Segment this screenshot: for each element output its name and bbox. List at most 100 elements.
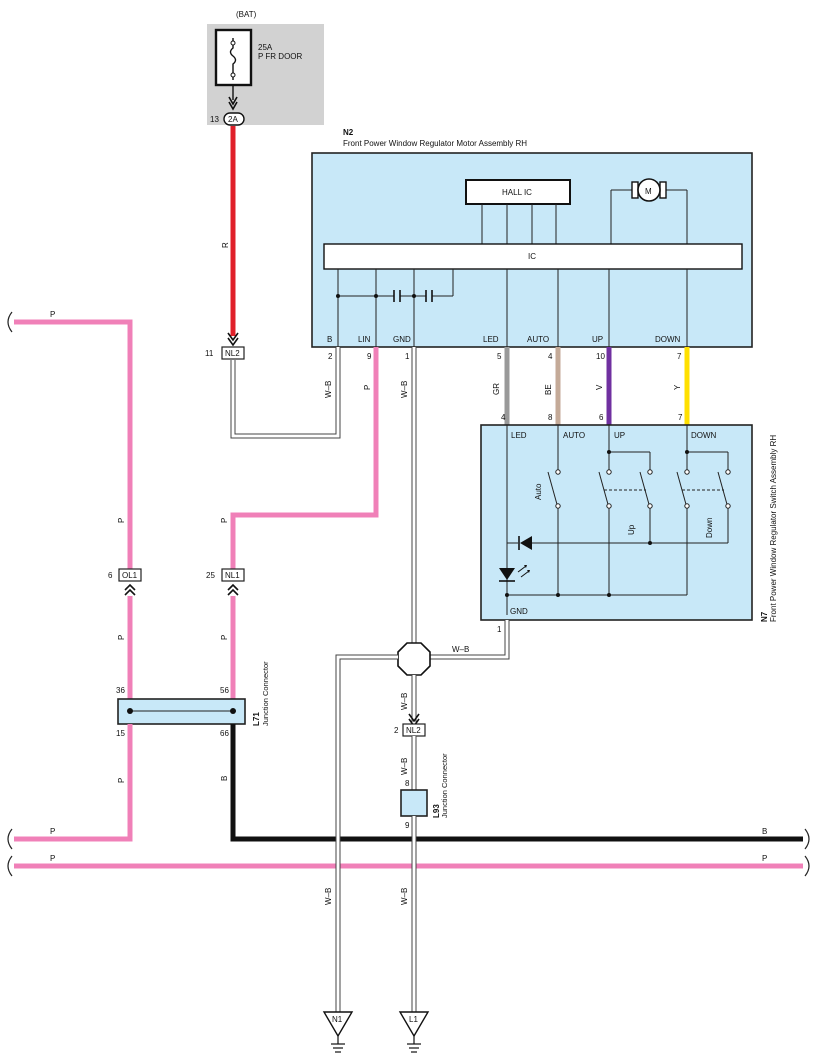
wire-label-v: V — [595, 384, 604, 390]
wire-label-p-3: P — [220, 635, 229, 640]
motor-terminal-lin: LIN — [358, 335, 371, 344]
fuse-name: P FR DOOR — [258, 52, 303, 61]
l93-code: L93 — [432, 804, 441, 818]
motor-pin-lin: 9 — [367, 352, 372, 361]
wire-p-lin — [230, 347, 379, 570]
wire-p-bottom-1 — [14, 724, 133, 842]
wire-label-p-top: P — [50, 310, 55, 319]
ol1-pin: 6 — [108, 571, 113, 580]
wire-p-ol1 — [14, 319, 133, 570]
motor-terminal-gnd: GND — [393, 335, 411, 344]
l71-code: L71 — [252, 712, 261, 726]
switch-label-down: Down — [705, 518, 714, 538]
wire-label-p-7: P — [762, 854, 767, 863]
wire-label-p-ol1: P — [117, 518, 126, 523]
motor-code: N2 — [343, 128, 354, 137]
switch-label-up: Up — [627, 524, 636, 535]
wire-wb-b — [230, 347, 341, 439]
capacitor-icon — [393, 290, 433, 302]
l71-pin-15: 15 — [116, 729, 125, 738]
switch-terminal-down: DOWN — [691, 431, 717, 440]
fuse-rating: 25A — [258, 43, 273, 52]
ol1-name: OL1 — [122, 571, 138, 580]
motor-pin-gnd: 1 — [405, 352, 410, 361]
nl2-bottom-name: NL2 — [406, 726, 421, 735]
hall-ic-label: HALL IC — [502, 188, 532, 197]
ic-box — [323, 243, 743, 270]
motor-terminal-led: LED — [483, 335, 499, 344]
ic-label: IC — [528, 252, 536, 261]
wire-label-b-1: B — [220, 776, 229, 781]
wire-wb-n1 — [335, 654, 398, 1012]
switch-gnd-label: GND — [510, 607, 528, 616]
l71-pin-36: 36 — [116, 686, 125, 695]
switch-pin-led: 4 — [501, 413, 506, 422]
wire-label-p-5: P — [50, 827, 55, 836]
wire-b — [230, 724, 803, 842]
connector-2a-pin: 13 — [210, 115, 219, 124]
ol1-arrow-icon — [124, 583, 136, 596]
l71-pin-56: 56 — [220, 686, 229, 695]
switch-pin-down: 7 — [678, 413, 683, 422]
battery-label: (BAT) — [236, 10, 257, 19]
wire-label-p-6: P — [50, 854, 55, 863]
wire-label-be: BE — [544, 384, 553, 395]
motor-terminal-auto: AUTO — [527, 335, 549, 344]
diode-icon — [518, 536, 532, 550]
wire-label-r: R — [221, 242, 230, 248]
battery-fuse-area: (BAT) 25A P FR DOOR 2A 13 — [207, 10, 324, 126]
connector-2a-name: 2A — [228, 115, 238, 124]
connector-ol1: OL1 6 — [108, 568, 142, 596]
motor-pin-up: 10 — [596, 352, 605, 361]
led-icon — [499, 565, 530, 582]
wire-label-wb-1: W–B — [324, 381, 333, 398]
wire-label-wb-2: W–B — [400, 381, 409, 398]
switch-terminal-up: UP — [614, 431, 625, 440]
connector-nl1: NL1 25 — [206, 568, 245, 596]
connector-2a — [223, 112, 245, 126]
wire-break-icon — [7, 311, 13, 333]
l93-pin-9: 9 — [405, 821, 410, 830]
junction-l93 — [400, 789, 428, 817]
nl1-pin: 25 — [206, 571, 215, 580]
motor-terminal-down: DOWN — [655, 335, 681, 344]
nl2-bottom-pin: 2 — [394, 726, 399, 735]
l71-pin-66: 66 — [220, 729, 229, 738]
switch-terminal-auto: AUTO — [563, 431, 585, 440]
wire-label-wb-n1: W–B — [324, 888, 333, 905]
motor-terminal-b: B — [327, 335, 332, 344]
switch-label-auto: Auto — [534, 483, 543, 500]
l93-name: Junction Connector — [440, 753, 449, 818]
wire-label-b-2: B — [762, 827, 767, 836]
switch-name: Front Power Window Regulator Switch Asse… — [769, 435, 778, 622]
ground-n1: N1 — [322, 1011, 354, 1053]
motor-letter: M — [645, 187, 652, 196]
switch-pin-up: 6 — [599, 413, 604, 422]
ground-l1-label: L1 — [409, 1015, 418, 1024]
wire-label-p-lin: P — [363, 385, 372, 390]
motor-terminal-up: UP — [592, 335, 603, 344]
motor-pin-led: 5 — [497, 352, 502, 361]
ground-l1: L1 — [398, 1011, 430, 1053]
wire-label-wb-l1: W–B — [400, 888, 409, 905]
nl1-name: NL1 — [225, 571, 240, 580]
connector-nl2-top: NL2 11 — [205, 346, 245, 360]
l71-name: Junction Connector — [261, 661, 270, 726]
wire-label-gr: GR — [492, 383, 501, 395]
nl2-top-name: NL2 — [225, 349, 240, 358]
ground-n1-label: N1 — [332, 1015, 343, 1024]
motor-name: Front Power Window Regulator Motor Assem… — [343, 139, 527, 148]
wire-label-p-nl1: P — [220, 518, 229, 523]
nl2-top-pin: 11 — [205, 349, 214, 358]
fuse-icon — [229, 38, 237, 80]
wire-label-p-2: P — [117, 635, 126, 640]
switch-gnd-pin: 1 — [497, 625, 502, 634]
splice-point — [397, 642, 431, 676]
nl1-arrow-icon — [227, 583, 239, 596]
nl2-top-arrow-icon — [227, 332, 239, 347]
switch-pin-auto: 8 — [548, 413, 553, 422]
l93-pin-8: 8 — [405, 779, 410, 788]
motor-pin-auto: 4 — [548, 352, 553, 361]
switch-terminal-led: LED — [511, 431, 527, 440]
